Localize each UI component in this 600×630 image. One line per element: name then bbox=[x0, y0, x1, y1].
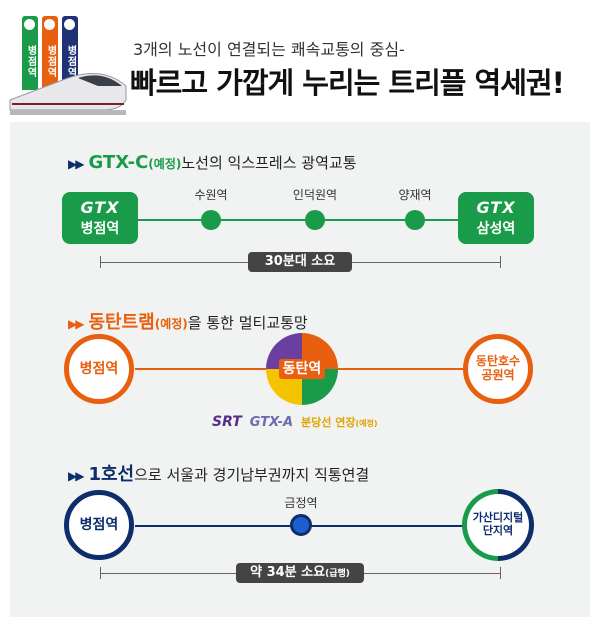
line1-end-label: 가산디지털 bbox=[472, 511, 524, 525]
gtx-stop-label: 인덕원역 bbox=[292, 188, 338, 202]
tram-end-station: 동탄호수 공원역 bbox=[463, 334, 533, 404]
page-subtitle: 3개의 노선이 연결되는 쾌속교통의 중심- bbox=[133, 40, 405, 59]
tram-end-label: 공원역 bbox=[481, 368, 515, 382]
gtx-stop-dot bbox=[305, 210, 325, 230]
gtx-route-line bbox=[130, 219, 470, 221]
gtx-heading: ▶▶GTX-C(예정)노선의 익스프레스 광역교통 bbox=[68, 152, 357, 173]
tram-start-label: 병점역 bbox=[79, 360, 119, 377]
gtx-duration-badge: 30분대 소요 bbox=[248, 252, 352, 272]
train-image bbox=[9, 73, 127, 115]
line1-duration-tick bbox=[500, 567, 501, 579]
tram-middle-station: 동탄역 bbox=[272, 339, 332, 399]
arrow-icon: ▶▶ bbox=[68, 317, 85, 331]
line1-duration-badge: 약 34분 소요(급행) bbox=[236, 563, 364, 583]
tram-start-station: 병점역 bbox=[64, 334, 134, 404]
gtx-stop-dot bbox=[201, 210, 221, 230]
gtx-duration-tick bbox=[100, 256, 101, 268]
tram-middle-label: 동탄역 bbox=[278, 358, 326, 380]
page-title: 빠르고 가깝게 누리는 트리플 역세권! bbox=[130, 66, 565, 100]
gtx-stop-label: 수원역 bbox=[194, 188, 228, 202]
line1-end-label: 단지역 bbox=[482, 524, 514, 537]
line1-heading: ▶▶1호선으로 서울과 경기남부권까지 직통연결 bbox=[68, 464, 370, 485]
line1-stop-label: 금정역 bbox=[284, 496, 318, 510]
gtx-logo: GTX bbox=[80, 198, 120, 217]
gtx-start-station: GTX 병점역 bbox=[62, 192, 138, 244]
line1-duration-tick bbox=[100, 567, 101, 579]
tram-end-label: 동탄호수 bbox=[475, 354, 521, 369]
gtx-end-label: 삼성역 bbox=[476, 221, 516, 237]
srt-logo: SRT bbox=[212, 414, 242, 430]
arrow-icon: ▶▶ bbox=[68, 157, 85, 171]
line1-end-station: 가산디지털 단지역 bbox=[467, 494, 529, 556]
gtx-end-station: GTX 삼성역 bbox=[458, 192, 534, 244]
banner-navy: 병점역 bbox=[62, 16, 78, 90]
line1-stop-dot bbox=[290, 514, 312, 536]
bundang-label: 분당선 연장 bbox=[301, 416, 356, 429]
tram-heading: ▶▶동탄트램(예정)을 통한 멀티교통망 bbox=[68, 312, 308, 333]
gtx-stop-label: 양재역 bbox=[398, 188, 432, 202]
gtx-stop-dot bbox=[405, 210, 425, 230]
gtx-logo: GTX bbox=[476, 198, 516, 217]
banner-green: 병점역 bbox=[22, 16, 38, 90]
line1-start-station: 병점역 bbox=[64, 490, 134, 560]
gtxa-logo: GTX-A bbox=[249, 415, 294, 430]
line1-start-label: 병점역 bbox=[79, 516, 119, 533]
arrow-icon: ▶▶ bbox=[68, 469, 85, 483]
gtx-duration-tick bbox=[500, 256, 501, 268]
gtx-start-label: 병점역 bbox=[80, 221, 120, 237]
banner-orange: 병점역 bbox=[42, 16, 58, 90]
